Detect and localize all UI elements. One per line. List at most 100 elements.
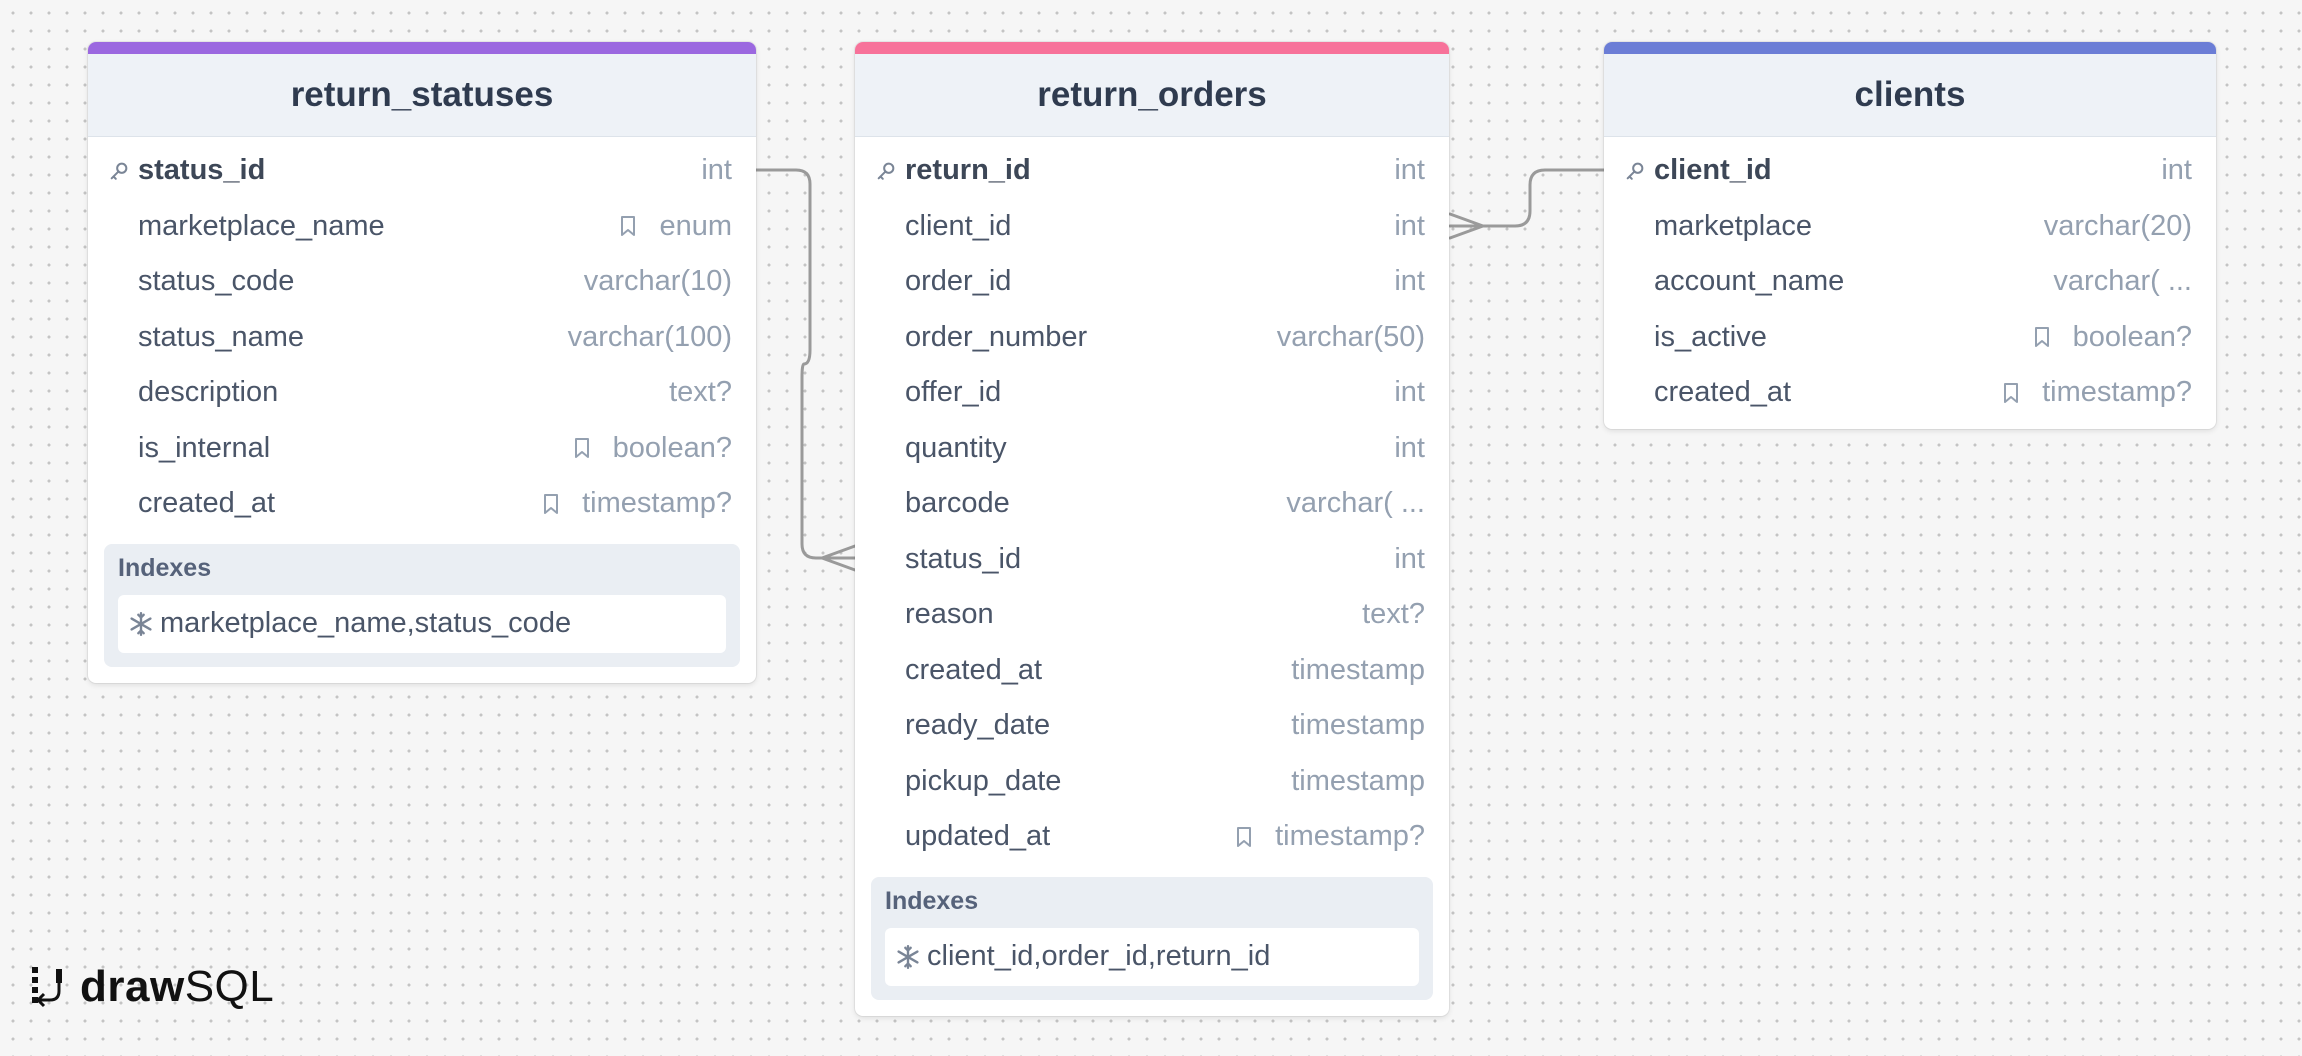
column-row[interactable]: updated_at timestamp?	[855, 809, 1449, 865]
logo-word-light: SQL	[184, 962, 275, 1011]
column-name: updated_at	[905, 820, 1051, 853]
column-name: created_at	[138, 487, 276, 520]
indexes-title: Indexes	[118, 553, 212, 582]
column-name: is_active	[1654, 320, 1767, 353]
table-return-orders[interactable]: return_orders return_id int client_id in…	[855, 42, 1449, 1016]
column-type-wrap: timestamp?	[542, 487, 732, 520]
column-type: timestamp	[1291, 709, 1425, 742]
column-row[interactable]: status_name varchar(100)	[88, 310, 756, 366]
column-type: int	[701, 154, 732, 187]
index-item[interactable]: marketplace_name,status_code	[118, 594, 726, 653]
column-type: boolean?	[612, 431, 732, 464]
column-name: offer_id	[905, 376, 1002, 409]
table-title[interactable]: return_orders	[855, 54, 1449, 137]
column-row[interactable]: status_code varchar(10)	[88, 254, 756, 310]
relationship-line-client	[1448, 168, 1606, 228]
column-type: varchar( ...	[1286, 487, 1425, 520]
column-row[interactable]: created_at timestamp?	[1604, 365, 2216, 421]
bookmark-icon	[544, 493, 559, 514]
snowflake-icon	[897, 944, 919, 969]
column-type: text?	[669, 376, 732, 409]
column-type-wrap: boolean?	[2033, 321, 2192, 354]
column-name: account_name	[1654, 265, 1845, 298]
column-type: timestamp?	[582, 487, 732, 520]
column-row[interactable]: created_at timestamp?	[88, 476, 756, 532]
column-name: status_id	[905, 542, 1022, 575]
column-type-wrap: timestamp?	[2002, 376, 2192, 409]
column-type: int	[1394, 209, 1425, 242]
column-name: pickup_date	[905, 764, 1062, 797]
drawsql-logo[interactable]: drawSQL	[30, 962, 274, 1012]
table-title[interactable]: return_statuses	[88, 54, 756, 137]
drawsql-wordmark: drawSQL	[80, 962, 274, 1012]
column-row[interactable]: return_id int	[855, 143, 1449, 199]
column-name: order_number	[905, 320, 1088, 353]
drawsql-logo-icon	[32, 967, 62, 1008]
column-type: enum	[659, 209, 732, 242]
column-row[interactable]: is_internal boolean?	[88, 421, 756, 477]
indexes-panel: Indexes client_id,order_id,return_id	[871, 876, 1433, 1000]
column-name: order_id	[905, 265, 1012, 298]
crowfoot-client	[1448, 212, 1485, 240]
column-name: status_name	[138, 320, 305, 353]
relationship-line-status	[754, 168, 857, 560]
column-row[interactable]: ready_date timestamp	[855, 698, 1449, 754]
column-row[interactable]: barcode varchar( ...	[855, 476, 1449, 532]
bookmark-icon	[621, 216, 636, 237]
column-row[interactable]: account_name varchar( ...	[1604, 254, 2216, 310]
column-type: varchar(50)	[1276, 320, 1425, 353]
bookmark-icon	[1237, 826, 1252, 847]
column-type-wrap: timestamp?	[1235, 820, 1425, 853]
column-row[interactable]: reason text?	[855, 587, 1449, 643]
bookmark-icon	[574, 438, 589, 459]
key-icon	[110, 162, 128, 180]
bookmark-icon	[2034, 327, 2049, 348]
column-type: boolean?	[2072, 320, 2192, 353]
column-name: description	[138, 376, 279, 409]
indexes-panel: Indexes marketplace_name,status_code	[104, 543, 740, 667]
column-name: marketplace	[1654, 209, 1812, 242]
column-type: varchar(10)	[583, 265, 732, 298]
table-return-statuses[interactable]: return_statuses status_id int marketplac…	[88, 42, 756, 683]
column-row[interactable]: client_id int	[1604, 143, 2216, 199]
column-row[interactable]: offer_id int	[855, 365, 1449, 421]
column-row[interactable]: status_id int	[855, 532, 1449, 588]
column-row[interactable]: client_id int	[855, 199, 1449, 255]
column-row[interactable]: pickup_date timestamp	[855, 754, 1449, 810]
index-columns: marketplace_name,status_code	[160, 607, 572, 639]
column-row[interactable]: marketplace varchar(20)	[1604, 199, 2216, 255]
column-row[interactable]: order_id int	[855, 254, 1449, 310]
column-row[interactable]: created_at timestamp	[855, 643, 1449, 699]
column-row[interactable]: order_number varchar(50)	[855, 310, 1449, 366]
column-type: int	[1394, 154, 1425, 187]
table-clients[interactable]: clients client_id int marketplace varcha…	[1604, 42, 2216, 429]
column-name: ready_date	[905, 709, 1051, 742]
column-name: marketplace_name	[138, 209, 385, 242]
column-type: int	[1394, 431, 1425, 464]
bookmark-icon	[2004, 382, 2019, 403]
column-type: timestamp	[1291, 764, 1425, 797]
column-type-wrap: enum	[619, 210, 732, 243]
logo-word-bold: draw	[80, 962, 185, 1011]
column-type-wrap: boolean?	[573, 432, 732, 465]
column-row[interactable]: status_id int	[88, 143, 756, 199]
column-name: return_id	[905, 154, 1031, 187]
column-type: int	[2161, 154, 2192, 187]
key-icon	[1626, 162, 1644, 180]
table-title[interactable]: clients	[1604, 54, 2216, 137]
column-name: client_id	[1654, 154, 1772, 187]
column-type: int	[1394, 265, 1425, 298]
index-item[interactable]: client_id,order_id,return_id	[885, 927, 1419, 986]
column-name: status_id	[138, 154, 266, 187]
column-row[interactable]: description text?	[88, 365, 756, 421]
indexes-title: Indexes	[885, 886, 979, 915]
column-row[interactable]: is_active boolean?	[1604, 310, 2216, 366]
snowflake-icon	[130, 611, 152, 636]
column-name: barcode	[905, 487, 1010, 520]
column-row[interactable]: marketplace_name enum	[88, 199, 756, 255]
column-name: is_internal	[138, 431, 271, 464]
column-name: client_id	[905, 209, 1012, 242]
column-row[interactable]: quantity int	[855, 421, 1449, 477]
table-accent-bar	[1604, 42, 2216, 54]
